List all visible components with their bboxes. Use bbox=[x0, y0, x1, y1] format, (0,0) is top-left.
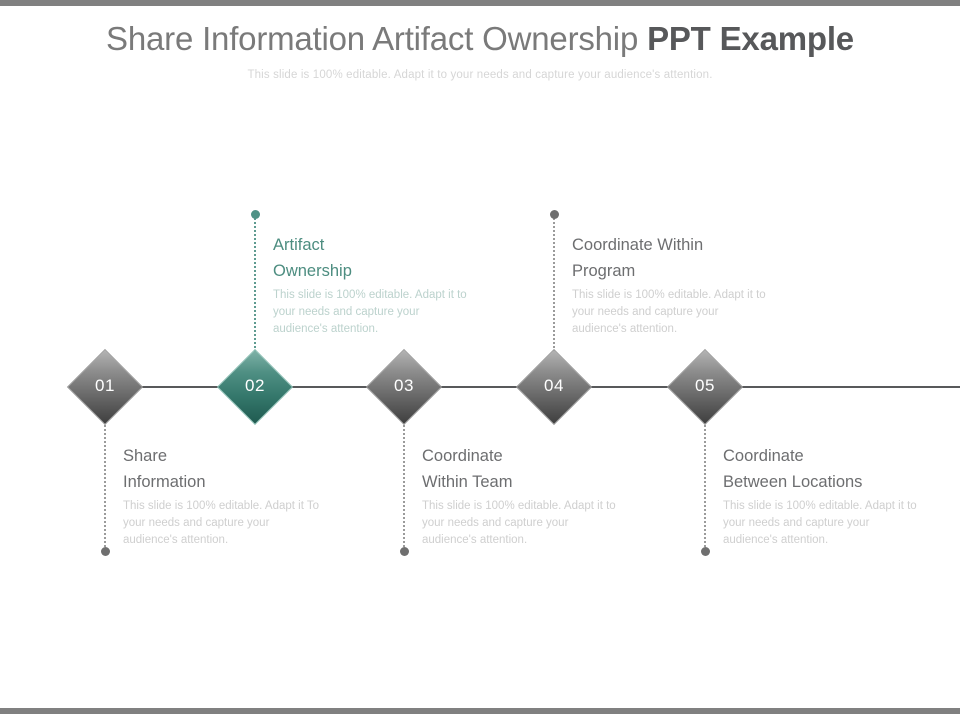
top-accent-bar bbox=[0, 0, 960, 6]
block-body-05: This slide is 100% editable. Adapt it to… bbox=[723, 500, 917, 546]
block-heading-line1-01: Share bbox=[123, 447, 168, 465]
leader-line-05 bbox=[704, 414, 708, 551]
page-title-regular: Share Information Artifact Ownership bbox=[106, 20, 648, 57]
block-body-01: This slide is 100% editable. Adapt it To… bbox=[123, 500, 320, 546]
block-heading-line2-03: Within Team bbox=[422, 473, 513, 491]
node-number-02: 02 bbox=[245, 376, 265, 395]
page-title: Share Information Artifact Ownership PPT… bbox=[0, 18, 960, 60]
leader-dot-05 bbox=[701, 547, 710, 556]
node-number-01: 01 bbox=[95, 376, 115, 395]
block-heading-line1-02: Artifact bbox=[273, 236, 325, 254]
leader-line-03 bbox=[403, 414, 407, 551]
node-number-04: 04 bbox=[544, 376, 564, 395]
leader-dot-04 bbox=[550, 210, 559, 219]
leader-dot-03 bbox=[400, 547, 409, 556]
node-number-03: 03 bbox=[394, 376, 414, 395]
leader-dot-01 bbox=[101, 547, 110, 556]
block-heading-line2-02: Ownership bbox=[273, 262, 352, 280]
leader-line-01 bbox=[104, 414, 108, 551]
block-heading-line1-03: Coordinate bbox=[422, 447, 503, 465]
block-body-02: This slide is 100% editable. Adapt it to… bbox=[273, 289, 467, 335]
leader-line-04 bbox=[553, 214, 557, 360]
node-number-05: 05 bbox=[695, 376, 715, 395]
block-body-04: This slide is 100% editable. Adapt it to… bbox=[572, 289, 766, 335]
leader-dot-02 bbox=[251, 210, 260, 219]
block-heading-line1-05: Coordinate bbox=[723, 447, 804, 465]
block-heading-line2-01: Information bbox=[123, 473, 206, 491]
block-heading-line2-04: Program bbox=[572, 262, 636, 280]
bottom-accent-bar bbox=[0, 708, 960, 714]
block-heading-line1-04: Coordinate Within bbox=[572, 236, 704, 254]
leader-line-02 bbox=[254, 214, 258, 360]
slide-header: Share Information Artifact Ownership PPT… bbox=[0, 18, 960, 81]
page-subtitle: This slide is 100% editable. Adapt it to… bbox=[247, 69, 713, 81]
page-title-strong: PPT Example bbox=[647, 20, 854, 57]
block-heading-line2-05: Between Locations bbox=[723, 473, 863, 491]
block-body-03: This slide is 100% editable. Adapt it to… bbox=[422, 500, 616, 546]
